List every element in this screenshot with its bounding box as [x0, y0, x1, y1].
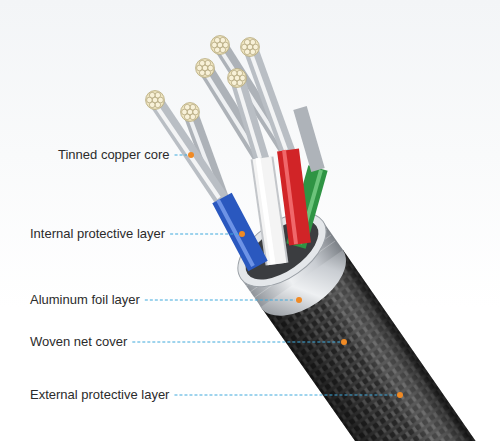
- part-label: External protective layer: [30, 387, 169, 403]
- part-label: Woven net cover: [30, 334, 127, 350]
- leader-line: [175, 155, 187, 156]
- leader-dots: [188, 152, 403, 398]
- part-label: Aluminum foil layer: [30, 292, 140, 308]
- leader-dot: [341, 339, 347, 345]
- leader-dot: [397, 392, 403, 398]
- leader-dot: [188, 152, 194, 158]
- part-label: Internal protective layer: [30, 226, 165, 242]
- leader-lines: [132, 155, 396, 395]
- leader-line: [170, 234, 238, 235]
- leader-dot: [296, 297, 302, 303]
- leader-line: [132, 342, 340, 343]
- part-label: Tinned copper core: [58, 147, 170, 163]
- leader-line: [145, 300, 295, 301]
- leader-line: [174, 395, 396, 396]
- leader-dot: [239, 231, 245, 237]
